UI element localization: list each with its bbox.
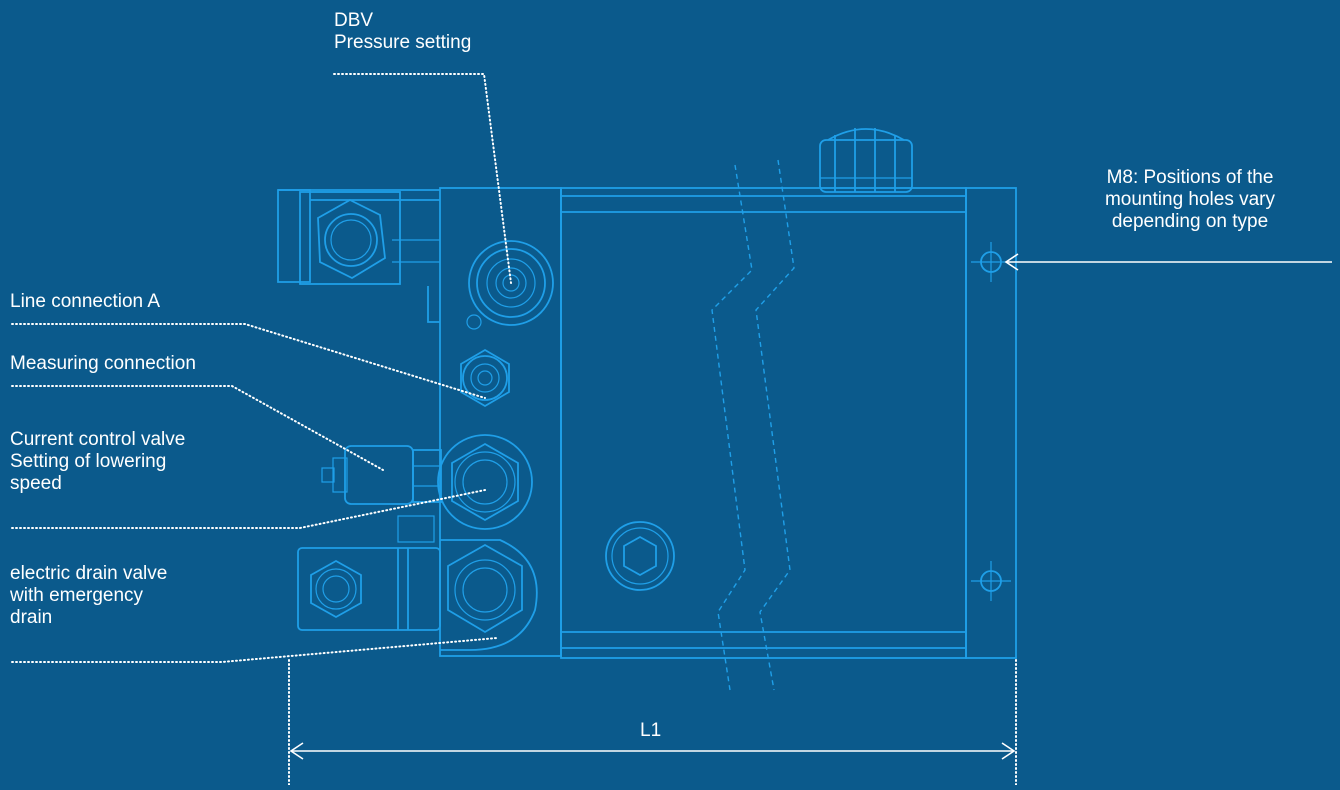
hex-socket-icon (605, 521, 675, 591)
line-connection-label: Line connection A (10, 291, 161, 312)
current-control-valve-label: Current control valve Setting of lowerin… (10, 429, 186, 494)
dbv-label: DBV Pressure setting (334, 10, 472, 53)
leader-lines (11, 73, 1017, 786)
l1-dimension-arrow (289, 742, 1016, 760)
dimension-l1-label: L1 (640, 720, 662, 741)
m8-pointer-arrow (1004, 253, 1332, 271)
mounting-hole-top-icon (971, 242, 1011, 282)
electric-drain-valve-label: electric drain valve with emergency drai… (10, 563, 168, 628)
control-valve-knob (321, 445, 442, 505)
solenoid-connector-top (277, 189, 440, 323)
manifold-block (437, 187, 562, 657)
breather-cap (819, 128, 913, 193)
break-lines (711, 159, 795, 691)
end-plate (965, 187, 1017, 659)
measuring-connection-label: Measuring connection (10, 353, 196, 374)
mounting-hole-bottom-icon (971, 561, 1011, 601)
solenoid-connector-bottom (297, 515, 441, 631)
main-body (560, 187, 967, 659)
m8-holes-label: M8: Positions of the mounting holes vary… (1104, 167, 1276, 232)
